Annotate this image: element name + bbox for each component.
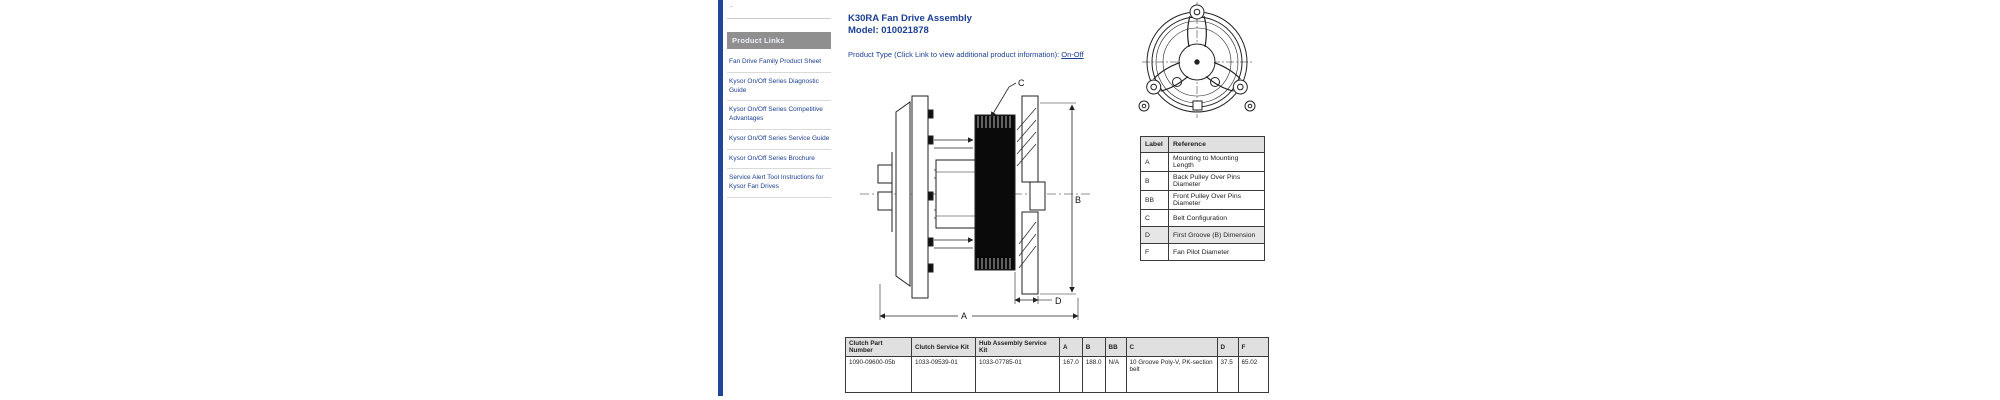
ref-text: Fan Pilot Diameter	[1168, 243, 1265, 261]
page-title: K30RA Fan Drive Assembly	[848, 13, 972, 24]
sidebar-link[interactable]: Kysor On/Off Series Competitive Advantag…	[729, 106, 823, 123]
sidebar-link[interactable]: Kysor On/Off Series Service Guide	[729, 134, 830, 142]
parts-col-c: C	[1125, 337, 1218, 357]
clutch-service-kit: 1033-09539-01	[911, 356, 976, 393]
sidebar: - Product Links Fan Drive Family Product…	[727, 0, 831, 198]
ref-label: BB	[1140, 190, 1169, 210]
table-row: F Fan Pilot Diameter	[1140, 243, 1265, 261]
sidebar-item-fan-drive-family-product-sheet[interactable]: Fan Drive Family Product Sheet	[727, 53, 831, 73]
sidebar-header: Product Links	[727, 32, 831, 49]
parts-table: Clutch Part Number Clutch Service Kit Hu…	[845, 337, 1269, 393]
parts-col-bb: BB	[1104, 337, 1127, 357]
sidebar-link[interactable]: Kysor On/Off Series Brochure	[729, 154, 815, 162]
clutch-part-number: 1090-09600-05b	[845, 356, 912, 393]
dim-label-d: D	[1055, 296, 1062, 306]
table-row: 1090-09600-05b 1033-09539-01 1033-07785-…	[845, 356, 1269, 393]
value-b: 188.0	[1081, 356, 1106, 393]
value-f: 65.02	[1237, 356, 1269, 393]
product-type-line: Product Type (Click Link to view additio…	[848, 50, 1084, 59]
collapsed-widget: -	[727, 0, 831, 19]
table-row: C Belt Configuration	[1140, 209, 1265, 227]
parts-col-hub-assembly-service-kit: Hub Assembly Service Kit	[975, 337, 1060, 357]
ref-col-reference: Reference	[1168, 136, 1265, 153]
parts-col-b: B	[1081, 337, 1106, 357]
parts-col-f: F	[1237, 337, 1269, 357]
ref-label: F	[1140, 243, 1169, 261]
product-type-link[interactable]: On-Off	[1061, 50, 1084, 59]
value-a: 167.0	[1059, 356, 1083, 393]
ref-text: Mounting to Mounting Length	[1168, 152, 1265, 172]
sidebar-link[interactable]: Service Alert Tool Instructions for Kyso…	[729, 174, 824, 191]
sidebar-item-service-alert-tool[interactable]: Service Alert Tool Instructions for Kyso…	[727, 169, 831, 198]
sidebar-link[interactable]: Fan Drive Family Product Sheet	[729, 58, 822, 65]
sidebar-item-competitive-advantages[interactable]: Kysor On/Off Series Competitive Advantag…	[727, 101, 831, 130]
parts-col-clutch-service-kit: Clutch Service Kit	[911, 337, 976, 357]
ref-label: A	[1140, 152, 1169, 172]
table-row: BB Front Pulley Over Pins Diameter	[1140, 190, 1265, 210]
value-c: 10 Groove Poly-V, PK-section belt	[1125, 356, 1218, 393]
value-d: 37.5	[1216, 356, 1239, 393]
title-block: K30RA Fan Drive Assembly Model: 01002187…	[848, 13, 972, 38]
ref-label: C	[1140, 209, 1169, 227]
ref-text: Back Pulley Over Pins Diameter	[1168, 171, 1265, 191]
table-row: A Mounting to Mounting Length	[1140, 152, 1265, 172]
sidebar-item-service-guide[interactable]: Kysor On/Off Series Service Guide	[727, 130, 831, 150]
dim-label-a: A	[961, 311, 967, 321]
sidebar-item-brochure[interactable]: Kysor On/Off Series Brochure	[727, 150, 831, 170]
sidebar-link[interactable]: Kysor On/Off Series Diagnostic Guide	[729, 77, 819, 94]
ref-text: First Groove (B) Dimension	[1168, 226, 1265, 244]
ref-text: Front Pulley Over Pins Diameter	[1168, 190, 1265, 210]
dim-label-c: C	[1018, 78, 1025, 88]
dim-label-b: B	[1075, 195, 1081, 205]
fan-clutch-side-view-drawing: A B C D	[860, 78, 1092, 321]
parts-col-a: A	[1059, 337, 1083, 357]
table-row: D First Groove (B) Dimension	[1140, 226, 1265, 244]
product-type-text: Product Type (Click Link to view additio…	[848, 50, 1062, 59]
left-accent-bar	[718, 0, 723, 396]
ref-label: D	[1140, 226, 1169, 244]
table-row: B Back Pulley Over Pins Diameter	[1140, 171, 1265, 191]
parts-col-d: D	[1216, 337, 1239, 357]
parts-col-clutch-part-number: Clutch Part Number	[845, 337, 912, 357]
reference-table: Label Reference A Mounting to Mounting L…	[1140, 136, 1265, 261]
sidebar-item-diagnostic-guide[interactable]: Kysor On/Off Series Diagnostic Guide	[727, 73, 831, 102]
value-bb: N/A	[1104, 356, 1127, 393]
model-number: Model: 010021878	[848, 25, 929, 37]
hub-assembly-service-kit: 1033-07785-01	[975, 356, 1060, 393]
ref-text: Belt Configuration	[1168, 209, 1265, 227]
fan-clutch-front-view-drawing	[1138, 2, 1256, 118]
ref-label: B	[1140, 171, 1169, 191]
ref-col-label: Label	[1140, 136, 1169, 153]
sidebar-links: Fan Drive Family Product Sheet Kysor On/…	[727, 53, 831, 198]
